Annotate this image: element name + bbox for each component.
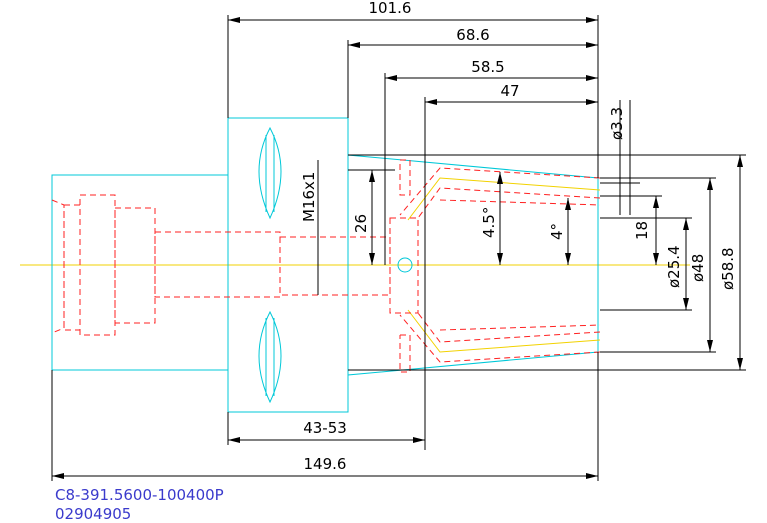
dim-149-6: 149.6 [304, 455, 347, 473]
dim-phi-25-4: ø25.4 [665, 245, 683, 288]
collet-taper [407, 177, 601, 353]
dimension-lines [51, 15, 746, 481]
part-number: C8-391.5600-100400P [55, 486, 224, 504]
dim-taper-4: 4° [548, 223, 566, 240]
dim-47: 47 [500, 82, 519, 100]
dim-phi-3-3: ø3.3 [608, 107, 626, 140]
dim-m16x1: M16x1 [300, 172, 318, 222]
part-code: 02904905 [55, 505, 131, 523]
dim-43-53: 43-53 [303, 419, 347, 437]
arrowheads [52, 17, 743, 479]
dim-taper-4-5: 4.5° [480, 207, 498, 238]
dim-101-6: 101.6 [369, 0, 412, 17]
dim-18: 18 [633, 221, 651, 240]
dim-phi-58-8: ø58.8 [719, 247, 737, 290]
dim-26: 26 [352, 214, 370, 233]
dim-68-6: 68.6 [456, 26, 489, 44]
dim-58-5: 58.5 [471, 58, 504, 76]
dim-phi-48: ø48 [689, 254, 707, 282]
hidden-internal [51, 159, 601, 373]
